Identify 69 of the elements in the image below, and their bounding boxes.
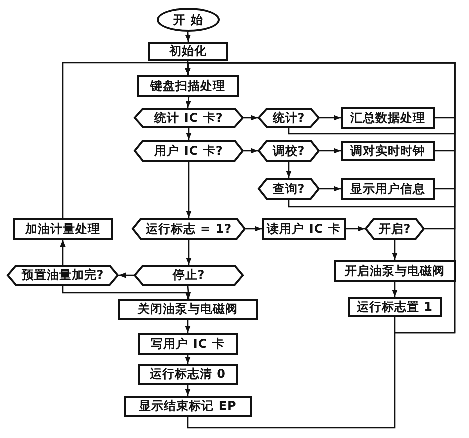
decision-hexagon [134,265,244,286]
arrow [186,162,192,218]
decision-hexagon [258,178,320,200]
arrow [244,148,258,154]
node-label: 运行标志 = 1? [146,220,232,238]
node-label: 停止? [172,267,206,284]
arrow [392,282,398,297]
arrow [186,286,192,300]
arrow [320,148,341,154]
process-box [138,333,238,355]
decision-hexagon [258,108,320,128]
process-box [124,396,252,417]
process-box [341,107,435,129]
arrow [60,240,66,265]
arrow [246,226,262,232]
node-label: 用户 IC 卡? [154,142,224,160]
process-box [148,42,228,61]
process-box [341,141,435,161]
arrow [320,186,341,192]
arrow [62,286,191,299]
node-label: 运行标志清 0 [150,366,226,383]
process-box [13,218,113,240]
arrow [185,385,191,396]
node-label: 统计? [272,110,306,126]
arrow [119,272,134,278]
decision-hexagon [7,265,119,286]
arrow [392,240,398,260]
process-box [138,364,238,385]
node-label: 开 始 [174,12,204,28]
node-label: 统计 IC 卡? [154,110,224,126]
node-label: 写用户 IC 卡 [151,336,225,352]
node-label: 加油计量处理 [26,220,100,238]
node-label: 关闭油泵与电磁阀 [138,301,238,318]
arrow [286,162,292,178]
node-label: 运行标志置 1 [356,298,434,316]
node-label: 预置油量加完? [22,267,104,284]
process-box [262,218,346,240]
decision-hexagon [134,108,244,128]
arrow [185,62,456,429]
decision-hexagon [365,218,425,240]
node-label: 查询? [272,180,306,198]
node-label: 显示结束标记 EP [139,398,237,415]
node-label: 键盘扫描处理 [150,78,226,94]
process-box [118,299,258,320]
arrow [186,240,192,265]
decision-hexagon [134,140,244,162]
node-label: 调对实时时钟 [350,142,426,160]
decision-hexagon [132,218,246,240]
arrow [186,128,192,140]
arrow [186,96,192,108]
node-label: 调校? [272,142,306,160]
node-label: 汇总数据处理 [350,110,426,126]
arrow [346,226,365,232]
arrow [185,320,191,333]
node-label: 开启油泵与电磁阀 [345,262,445,280]
process-box [334,260,456,282]
decision-hexagon [258,140,320,162]
arrow [244,115,258,121]
arrow [320,115,341,121]
process-box [341,178,435,200]
node-label: 显示用户信息 [350,180,426,198]
arrow [62,62,191,218]
process-box [137,75,239,97]
node-label: 读用户 IC 卡 [267,220,341,238]
process-box [348,297,442,317]
node-label: 初始化 [169,43,207,60]
arrow [185,355,191,364]
arrow [185,32,191,42]
node-label: 开启? [378,220,412,238]
